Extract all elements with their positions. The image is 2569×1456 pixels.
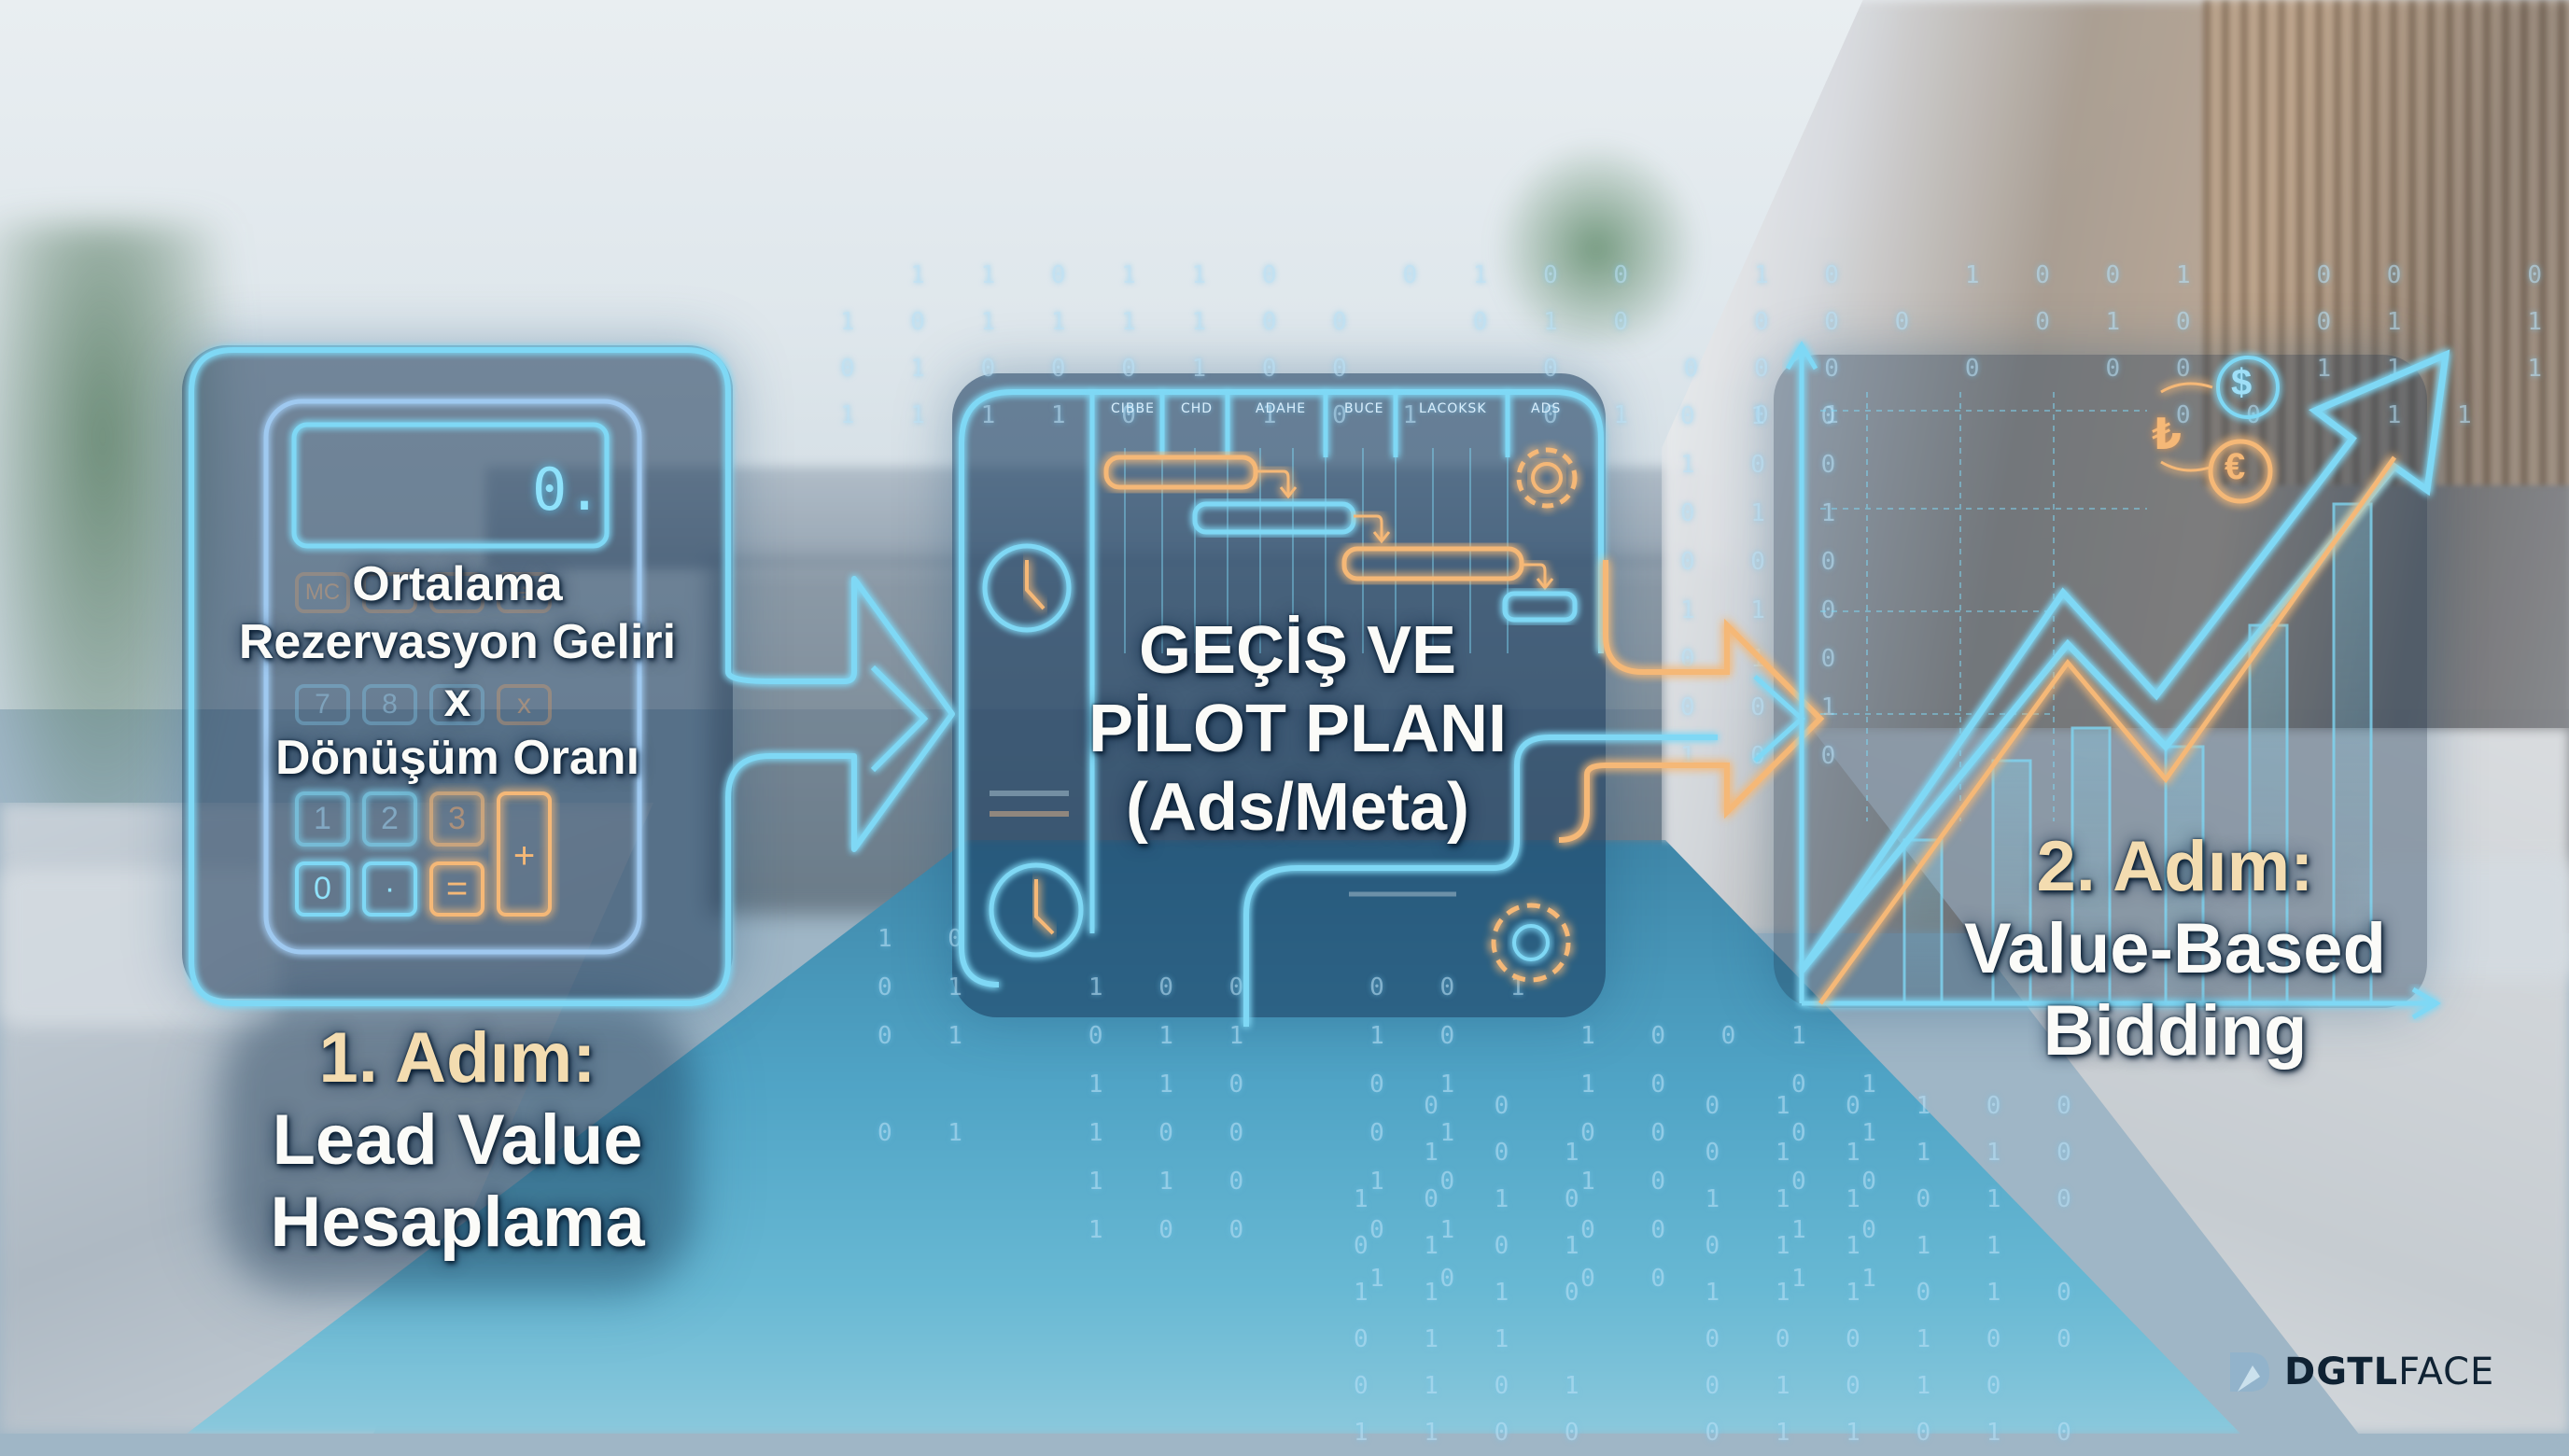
- wordmark-light: FACE: [2398, 1351, 2495, 1393]
- binary-rain-right: 0 1 0 1 0 0 0 1 1 0 0 0 1 1 0 0 1 0 0 0 …: [1680, 402, 1857, 770]
- calculator-key-divide: ÷: [516, 578, 532, 607]
- gantt-header-5: LACOKSK: [1419, 401, 1487, 416]
- task-list-lines: [1004, 469, 1074, 518]
- binary-rain-bottom-right: 0 0 0 1 0 1 0 0 1 0 1 0 1 1 1 1 0 1 0 1 …: [1354, 1092, 2092, 1447]
- calculator-key-7: 7: [315, 689, 330, 720]
- formula-line-average: Ortalama: [352, 557, 563, 611]
- calculator-keys-123: [295, 791, 552, 917]
- calculator-keys-789: [295, 684, 552, 725]
- euro-coin-icon: [2208, 439, 2273, 504]
- step1-label: 1. Adım: Lead Value Hesaplama: [187, 1017, 728, 1264]
- calculator-key-3: 3: [448, 801, 466, 836]
- gear-icon-bottom: [1491, 903, 1571, 983]
- gear-icon-top: [1516, 447, 1578, 509]
- step2-number: 2. Adım:: [2036, 827, 2314, 906]
- growth-chart-icon: [1785, 341, 2450, 1020]
- calculator-key-mc: MC: [304, 580, 341, 605]
- calculator-key-plus: +: [512, 835, 536, 876]
- calculator-key-equals: =: [445, 868, 469, 909]
- title-line-ads-meta: (Ads/Meta): [1125, 770, 1469, 845]
- calculator-key-8: 8: [382, 689, 398, 720]
- step2-title-line1: Value-Based: [1964, 909, 2386, 988]
- title-line-transition: GEÇİŞ VE: [1138, 613, 1457, 688]
- formula-line-booking-revenue: Rezervasyon Geliri: [238, 615, 677, 669]
- lira-sign-icon: ₺: [2152, 410, 2183, 458]
- formula-multiply-sign: x: [443, 673, 471, 727]
- transition-pilot-plan-title: GEÇİŞ VE PİLOT PLANI (Ads/Meta): [1036, 611, 1559, 847]
- euro-sign-icon: €: [2225, 446, 2246, 487]
- step1-title-line1: Lead Value: [272, 1100, 643, 1180]
- binary-rain-bottom: 1 0 0 1 1 0 0 0 0 1 0 1 0 1 1 1 0 1 0 0 …: [877, 925, 1897, 1293]
- dollar-sign-icon: $: [2231, 362, 2253, 403]
- calculator-key-0: 0: [314, 871, 331, 906]
- formula-line-conversion-rate: Dönüşüm Oranı: [274, 731, 640, 785]
- gantt-panel-backdrop: [952, 373, 1606, 1017]
- gantt-chart-panel: [957, 389, 1825, 1027]
- gantt-bars: [1103, 455, 1578, 623]
- calculator-key-multiply: x: [517, 689, 531, 720]
- lead-value-formula: Ortalama Rezervasyon Geliri x Dönüşüm Or…: [187, 555, 728, 787]
- title-line-pilot-plan: PİLOT PLANI: [1088, 692, 1507, 766]
- calculator-key-2: 2: [381, 801, 399, 836]
- step1-title-line2: Hesaplama: [270, 1183, 645, 1262]
- sun-lounger-right: [2352, 859, 2569, 980]
- step2-label: 2. Adım: Value-Based Bidding: [1895, 826, 2455, 1072]
- gantt-header-2: CHD: [1181, 401, 1214, 416]
- calculator-key-1: 1: [314, 801, 331, 836]
- road-path-icon: [1243, 560, 1825, 1027]
- calculator-outer-frame: [189, 347, 955, 1006]
- step1-number: 1. Adım:: [318, 1018, 597, 1098]
- gantt-header-4: BUCE: [1344, 401, 1384, 416]
- wood-slat-facade: [2203, 0, 2569, 485]
- clock-icon-top: [982, 543, 1072, 633]
- dgtlface-logo-mark-icon: [2226, 1349, 2273, 1395]
- task-lines-bottom-left: [1116, 893, 1176, 941]
- dgtlface-logo: DGTLFACE: [2226, 1349, 2494, 1395]
- step1-text-backdrop: [224, 1008, 691, 1288]
- wordmark-bold: DGTL: [2284, 1351, 2399, 1393]
- calculator-key-9: 9: [449, 689, 465, 720]
- gantt-header-3: ADAHE: [1256, 401, 1307, 416]
- dgtlface-wordmark: DGTLFACE: [2284, 1351, 2494, 1393]
- lira-coin-motion-icon: [2160, 382, 2213, 472]
- calculator-icon: [263, 399, 642, 955]
- gantt-header-1: CIBBE: [1111, 401, 1155, 416]
- palm-tree-right: [1484, 131, 1708, 345]
- clock-icon-bottom: [989, 862, 1084, 958]
- growth-bars: [1902, 502, 2373, 1005]
- gantt-header-6: ADS: [1531, 401, 1562, 416]
- step2-title-line2: Bidding: [2043, 991, 2308, 1071]
- task-lines-bottom-right: [1349, 891, 1456, 965]
- calculator-display: 0.: [532, 455, 602, 524]
- dollar-coin-icon: [2216, 356, 2280, 419]
- calculator-key-decimal: ·: [384, 871, 396, 906]
